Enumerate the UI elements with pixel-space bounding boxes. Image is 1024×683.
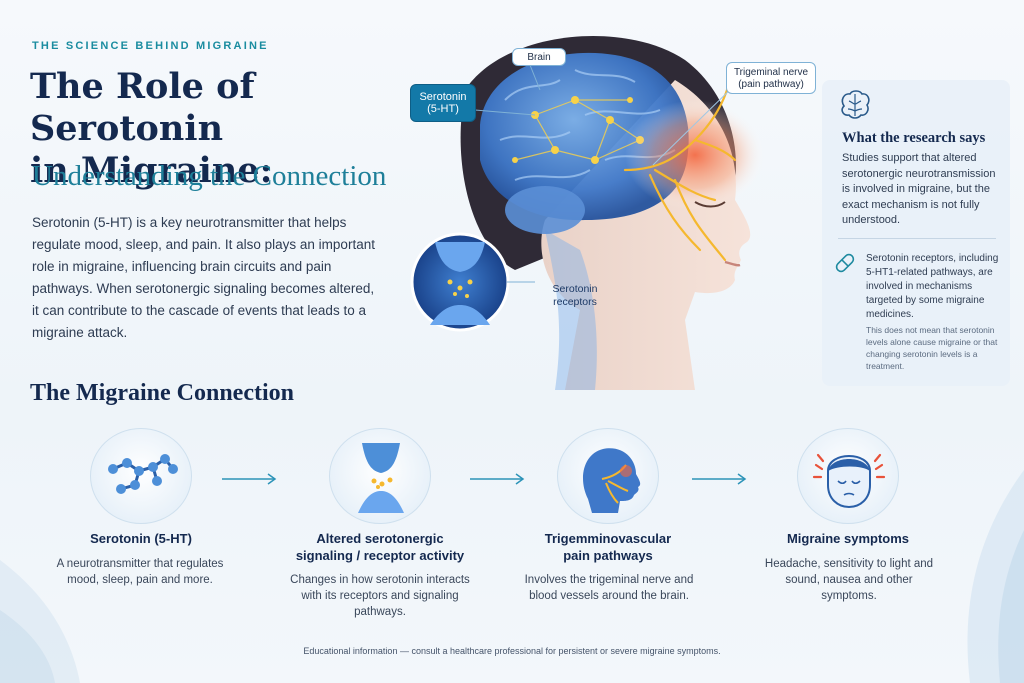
step-1-text: A neurotransmitter that regulates mood, … (56, 558, 224, 586)
step-4-icon-circle (797, 428, 899, 524)
step-2-title-line-1: Altered serotonergic (316, 531, 444, 546)
step-2-title: Altered serotonergic signaling / recepto… (280, 530, 480, 564)
serotonin-callout: Serotonin (5-HT) (410, 84, 476, 122)
title-line-1: The Role of Serotonin (30, 66, 255, 149)
step-3-title-line-2: pain pathways (563, 548, 653, 563)
arrow-right-icon (692, 473, 747, 485)
capsule-icon (835, 253, 855, 273)
receptor-text: Serotonin receptors, including 5-HT1-rel… (866, 253, 999, 320)
step-3-title-line-1: Trigemminovascular (544, 531, 672, 546)
step-2-title-line-2: signaling / receptor activity (295, 548, 465, 563)
arrow-right-icon (222, 473, 277, 485)
trigeminal-nerve-callout: Trigeminal nerve (pain pathway) (726, 62, 816, 94)
title-line-2: in Migraine: (30, 150, 273, 191)
step-1-icon-circle (90, 428, 192, 524)
brain-callout: Brain (512, 48, 566, 66)
step-2-text: Changes in how serotonin interacts with … (290, 574, 470, 618)
step-3-text: Involves the trigeminal nerve and blood … (524, 574, 694, 602)
intro-paragraph: Serotonin (5-HT) is a key neurotransmitt… (32, 215, 375, 340)
step-4-title: Migraine symptoms (748, 530, 948, 547)
step-3-icon-circle (557, 428, 659, 524)
kicker-label: THE SCIENCE BEHIND MIGRAINE (32, 40, 269, 52)
disclaimer-note: This does not mean that serotonin levels… (866, 325, 998, 371)
receptors-label-line-2: receptors (553, 296, 597, 308)
serotonin-label-line-2: (5-HT) (427, 103, 459, 115)
head-brain-illustration (410, 35, 765, 390)
serotonin-receptors-label: Serotonin receptors (540, 283, 610, 309)
serotonin-label-line-1: Serotonin (419, 91, 467, 103)
receptors-label-line-1: Serotonin (552, 283, 598, 295)
page-title: The Role of Serotonin in Migraine: (30, 66, 410, 192)
step-4-text: Headache, sensitivity to light and sound… (764, 558, 934, 602)
step-4-title-line-1: Migraine symptoms (786, 531, 910, 546)
step-2-icon-circle (329, 428, 431, 524)
arrow-right-icon (470, 473, 525, 485)
headache-face-icon (812, 453, 886, 509)
research-title: What the research says (842, 130, 986, 146)
brain-icon (841, 90, 870, 119)
research-panel (822, 80, 1010, 386)
panel-divider (838, 238, 996, 239)
footer-disclaimer: Educational information — consult a heal… (303, 646, 721, 656)
research-text: Studies support that altered serotonergi… (842, 152, 996, 226)
step-3-title: Trigemminovascular pain pathways (508, 530, 708, 564)
section-title: The Migraine Connection (30, 380, 294, 406)
synapse-icon (358, 443, 404, 513)
page-subtitle: Understanding the Connection (32, 160, 387, 192)
trigeminal-label-line-1: Trigeminal nerve (733, 67, 809, 78)
trigeminal-label-line-2: (pain pathway) (738, 79, 804, 90)
step-1-title: Serotonin (5-HT) (41, 530, 241, 547)
head-nerve-icon (583, 448, 641, 513)
molecule-icon (108, 454, 178, 494)
step-1-title-line-1: Serotonin (5-HT) (90, 531, 192, 546)
